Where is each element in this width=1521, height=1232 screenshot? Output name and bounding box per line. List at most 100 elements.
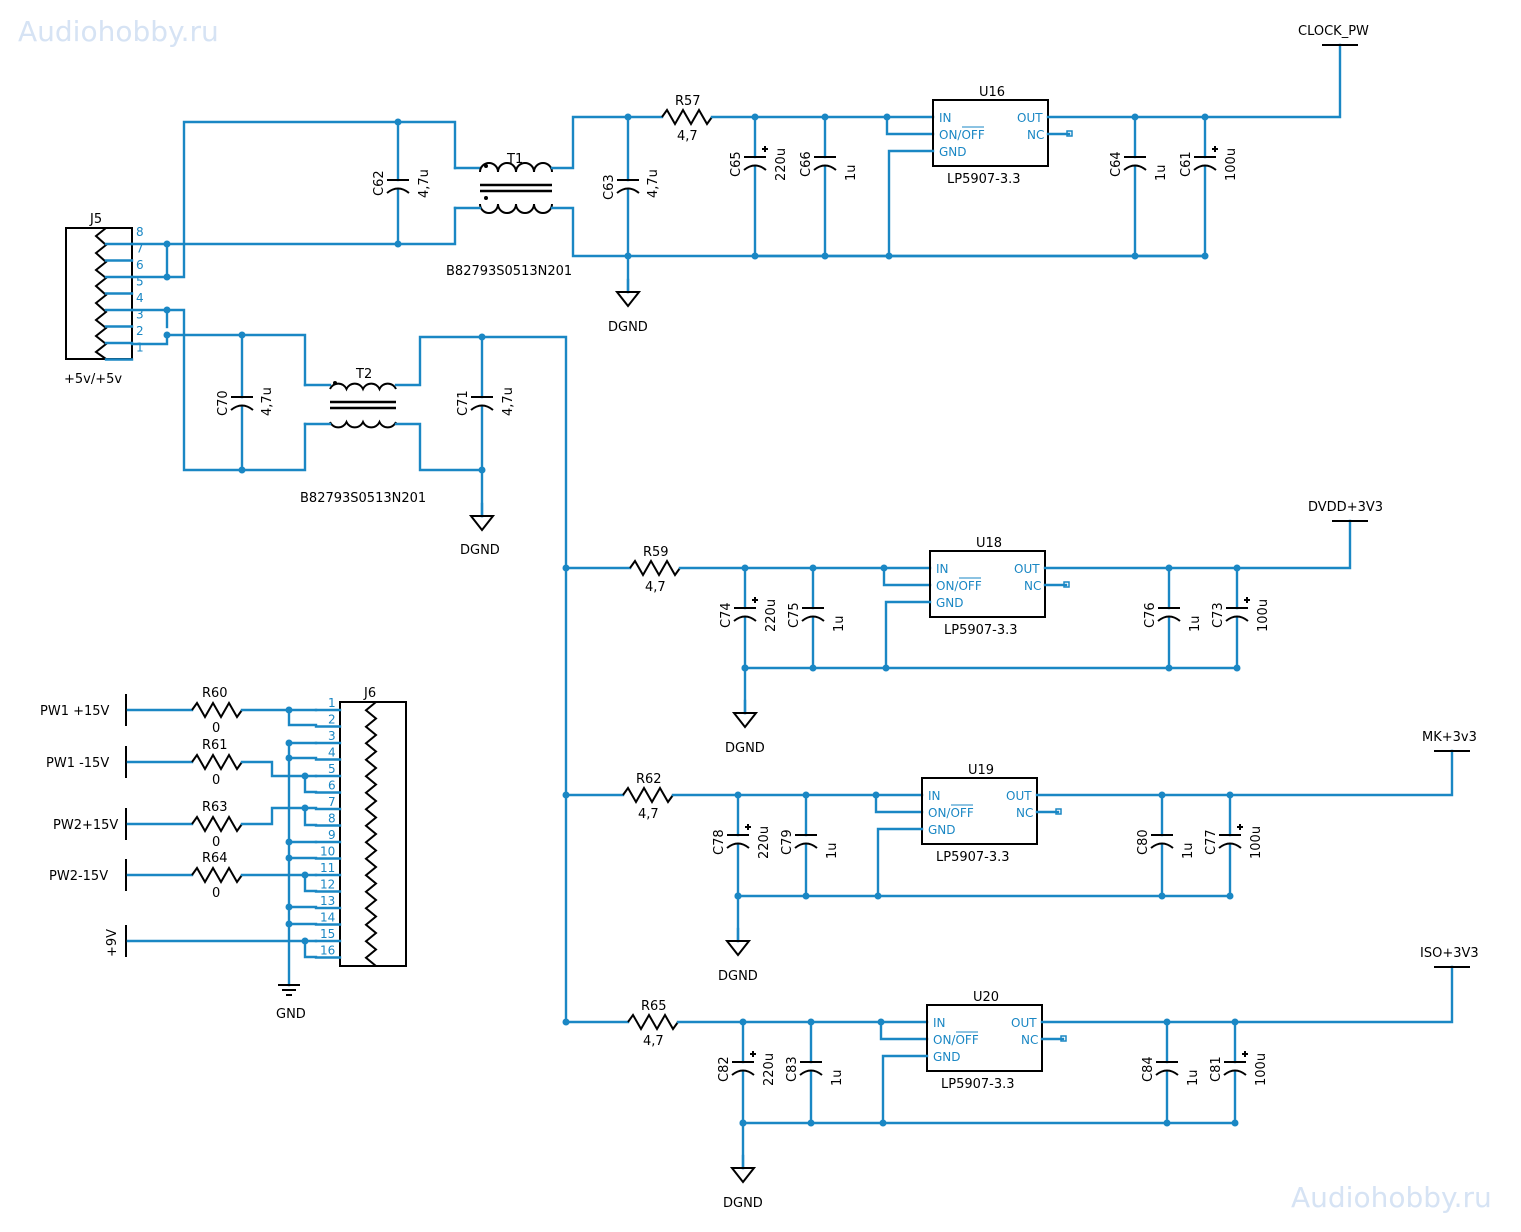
capacitor-value: 220u: [757, 826, 772, 859]
capacitor-value: 220u: [764, 599, 779, 632]
j5-pin-number: 1: [136, 341, 144, 355]
capacitor-ref: C66: [799, 151, 814, 177]
regulator-part: LP5907-3.3: [936, 850, 1010, 865]
pin-in: IN: [936, 562, 949, 576]
pin-gnd: GND: [936, 596, 964, 610]
c70-ref: C70: [216, 390, 231, 416]
capacitor-ref: C65: [729, 151, 744, 177]
dgnd-symbol: [469, 502, 495, 532]
t2-part: B82793S0513N201: [300, 491, 426, 506]
resistor-value: 0: [212, 886, 220, 901]
c63-ref: C63: [602, 174, 617, 200]
resistor-ref: R64: [202, 851, 228, 866]
c62-ref: C62: [372, 170, 387, 196]
resistor-ref: R61: [202, 738, 228, 753]
pin-in: IN: [928, 789, 941, 803]
pin-out: OUT: [1014, 562, 1040, 576]
transformer-t2: T2 B82793S0513N201: [300, 367, 426, 506]
j6-ref: J6: [363, 686, 376, 701]
regulator-ref: U18: [976, 536, 1002, 551]
j6-pin-number: 8: [328, 812, 336, 826]
capacitor-value: 1u: [1154, 164, 1169, 181]
input-label: +9V: [105, 929, 120, 957]
transformer-t1: T1 B82793S0513N201: [446, 152, 572, 279]
capacitor-value: 1u: [1188, 615, 1203, 632]
resistor-value: 4,7: [645, 580, 666, 595]
pin-nc: NC: [1024, 579, 1041, 593]
j5-pin-number: 3: [136, 308, 144, 322]
resistor-value: 0: [212, 835, 220, 850]
capacitor-value: 220u: [762, 1053, 777, 1086]
j5-ref: J5: [89, 212, 102, 227]
regulator-ref: U19: [968, 763, 994, 778]
capacitor-value: 100u: [1249, 826, 1264, 859]
j5-pin-number: 2: [136, 324, 144, 338]
dgnd-symbol: [730, 1154, 756, 1184]
j6-pin-number: 4: [328, 746, 336, 760]
dgnd-symbol: [725, 927, 751, 957]
output-net-label: MK+3v3: [1422, 730, 1477, 745]
resistor-ref: R62: [636, 772, 662, 787]
resistor-ref: R65: [641, 999, 667, 1014]
pin-on-off: ON/OFF: [928, 806, 974, 820]
output-net-label: DVDD+3V3: [1308, 500, 1383, 515]
resistor: [629, 560, 681, 576]
capacitor-ref: C61: [1179, 151, 1194, 177]
capacitor-ref: C82: [717, 1056, 732, 1082]
pin-on-off: ON/OFF: [936, 579, 982, 593]
resistor-value: 4,7: [677, 129, 698, 144]
c70-value: 4,7u: [260, 387, 275, 416]
capacitor-value: 1u: [1181, 842, 1196, 859]
capacitor-ref: C75: [787, 602, 802, 628]
j6-pin-number: 16: [320, 944, 335, 958]
capacitor-ref: C80: [1136, 829, 1151, 855]
capacitor-ref: C74: [719, 602, 734, 628]
j5-pin-number: 4: [136, 291, 144, 305]
watermark-bottom: Audiohobby.ru: [1291, 1181, 1492, 1214]
capacitor-value: 1u: [830, 1069, 845, 1086]
input-label: PW2+15V: [53, 818, 118, 833]
resistor-ref: R60: [202, 686, 228, 701]
j6-pin-number: 12: [320, 878, 335, 892]
j5-pin-number: 6: [136, 258, 144, 272]
capacitor-ref: C77: [1204, 829, 1219, 855]
pin-gnd: GND: [933, 1050, 961, 1064]
dgnd-symbol: [732, 699, 758, 729]
pin-nc: NC: [1021, 1033, 1038, 1047]
capacitor-ref: C81: [1209, 1056, 1224, 1082]
capacitor-ref: C73: [1211, 602, 1226, 628]
input-label: PW2-15V: [49, 869, 108, 884]
pin-on-off: ON/OFF: [933, 1033, 979, 1047]
j6-pin-number: 11: [320, 861, 335, 875]
j5-label: +5v/+5v: [64, 372, 122, 387]
j6-pin-number: 3: [328, 729, 336, 743]
resistor-ref: R59: [643, 545, 669, 560]
output-net-label: CLOCK_PW: [1298, 24, 1369, 39]
capacitor-value: 1u: [825, 842, 840, 859]
j6-pin-number: 7: [328, 795, 336, 809]
pin-out: OUT: [1017, 111, 1043, 125]
capacitor-ref: C64: [1109, 151, 1124, 177]
pin-nc: NC: [1027, 128, 1044, 142]
c71-ref: C71: [456, 390, 471, 416]
input-resistor: R63 0: [126, 800, 243, 850]
resistor: [622, 787, 674, 803]
capacitor-value: 100u: [1224, 148, 1239, 181]
capacitor-value: 1u: [1186, 1069, 1201, 1086]
j5-pin-number: 8: [136, 225, 144, 239]
capacitor-ref: C79: [780, 829, 795, 855]
resistor-ref: R63: [202, 800, 228, 815]
resistor-value: 4,7: [638, 807, 659, 822]
capacitor-value: 1u: [832, 615, 847, 632]
capacitor-ref: C78: [712, 829, 727, 855]
j6-pin-number: 13: [320, 894, 335, 908]
dgnd-symbol: [615, 278, 641, 308]
